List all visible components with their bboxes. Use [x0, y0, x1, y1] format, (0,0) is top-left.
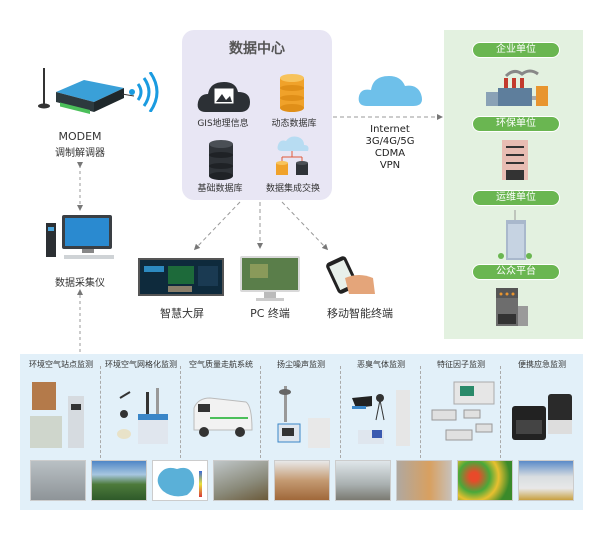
network-line-vpn: VPN — [379, 160, 401, 171]
divider — [340, 366, 341, 458]
clients-panel: 企业单位 环保单位 运维单位 公众平台 — [444, 30, 583, 339]
modem-icon — [38, 68, 135, 114]
monitor-category-grid: 环境空气网格化监测 — [105, 360, 177, 369]
portable-case-equipment-icon — [512, 394, 572, 440]
big-screen-icon — [138, 258, 224, 296]
internet-cloud-icon — [358, 76, 422, 106]
network-info: Internet 3G/4G/5G CDMA VPN — [350, 124, 430, 172]
divider — [260, 366, 261, 458]
network-line-internet: Internet — [370, 124, 410, 135]
feature-factor-equipment-icon — [431, 381, 495, 441]
heatmap-map-icon — [157, 467, 202, 497]
photo-power-plant — [335, 460, 391, 501]
divider — [180, 366, 181, 458]
monitor-category-portable: 便携应急监测 — [518, 360, 566, 369]
public-building-icon — [496, 288, 528, 326]
client-pill-operations: 运维单位 — [472, 190, 560, 206]
datacenter-bigscreen-arrow — [193, 201, 241, 251]
datacenter-mobile-arrow — [281, 201, 329, 251]
data-center-item-base-db: 基础数据库 — [197, 184, 243, 194]
photo-pollution-grid-map — [457, 460, 513, 501]
smartphone-icon — [326, 256, 375, 294]
office-building-icon — [502, 140, 528, 180]
data-collector-label: 数据采集仪 — [55, 278, 105, 289]
dust-noise-equipment-icon — [277, 386, 330, 448]
base-database-icon — [209, 140, 233, 180]
air-station-equipment-icon — [30, 382, 84, 448]
monitor-category-dust-noise: 扬尘噪声监测 — [277, 360, 325, 369]
monitor-category-odor: 恶臭气体监测 — [357, 360, 405, 369]
data-center-item-gis: GIS地理信息 — [197, 119, 249, 129]
divider — [100, 366, 101, 458]
monitor-category-feature-factor: 特征因子监测 — [437, 360, 485, 369]
wifi-signal-icon — [129, 72, 159, 112]
data-collector-pc-icon — [46, 215, 114, 259]
client-pill-env-protection: 环保单位 — [472, 116, 560, 132]
data-center-item-exchange: 数据集成交换 — [265, 184, 320, 194]
factory-icon — [486, 69, 548, 106]
divider — [420, 366, 421, 458]
photo-construction-sprayer — [213, 460, 269, 501]
data-center-item-dynamic-db: 动态数据库 — [271, 119, 317, 129]
terminal-pc-label: PC 终端 — [250, 307, 290, 320]
modem-label: MODEM — [58, 130, 102, 143]
terminal-mobile-label: 移动智能终端 — [327, 307, 393, 320]
terminal-big-screen-label: 智慧大屏 — [160, 307, 204, 320]
modem-device — [34, 66, 135, 116]
photo-heatmap-province — [152, 460, 208, 501]
client-pill-enterprise: 企业单位 — [472, 42, 560, 58]
grid-monitor-equipment-icon — [117, 388, 168, 444]
photo-factory-dust — [396, 460, 452, 501]
client-pill-public: 公众平台 — [472, 264, 560, 280]
data-exchange-icon — [276, 136, 309, 175]
photo-haze-city — [30, 460, 86, 501]
divider — [500, 366, 501, 458]
data-center-title: 数据中心 — [229, 41, 285, 57]
monitor-category-station: 环境空气站点监测 — [29, 360, 93, 369]
network-line-cdma: CDMA — [374, 148, 406, 159]
monitor-category-mobile-survey: 空气质量走航系统 — [189, 360, 253, 369]
odor-gas-equipment-icon — [352, 390, 410, 446]
modem-sublabel: 调制解调器 — [55, 148, 105, 159]
gis-cloud-icon — [197, 82, 250, 112]
skyscraper-icon — [498, 210, 532, 260]
dynamic-database-icon — [280, 74, 304, 112]
monitoring-panel: 环境空气站点监测 环境空气网格化监测 空气质量走航系统 扬尘噪声监测 恶臭气体监… — [20, 354, 583, 510]
pc-monitor-icon — [240, 256, 300, 301]
network-line-mobile: 3G/4G/5G — [365, 136, 415, 147]
photo-smokestacks — [518, 460, 574, 501]
survey-vehicle-icon — [193, 397, 253, 437]
photo-construction-site — [274, 460, 330, 501]
photo-aerial-landscape — [91, 460, 147, 501]
data-center-panel: 数据中心 GIS地理信息 动态数据库 基础数据库 数据集成交换 — [182, 30, 332, 200]
